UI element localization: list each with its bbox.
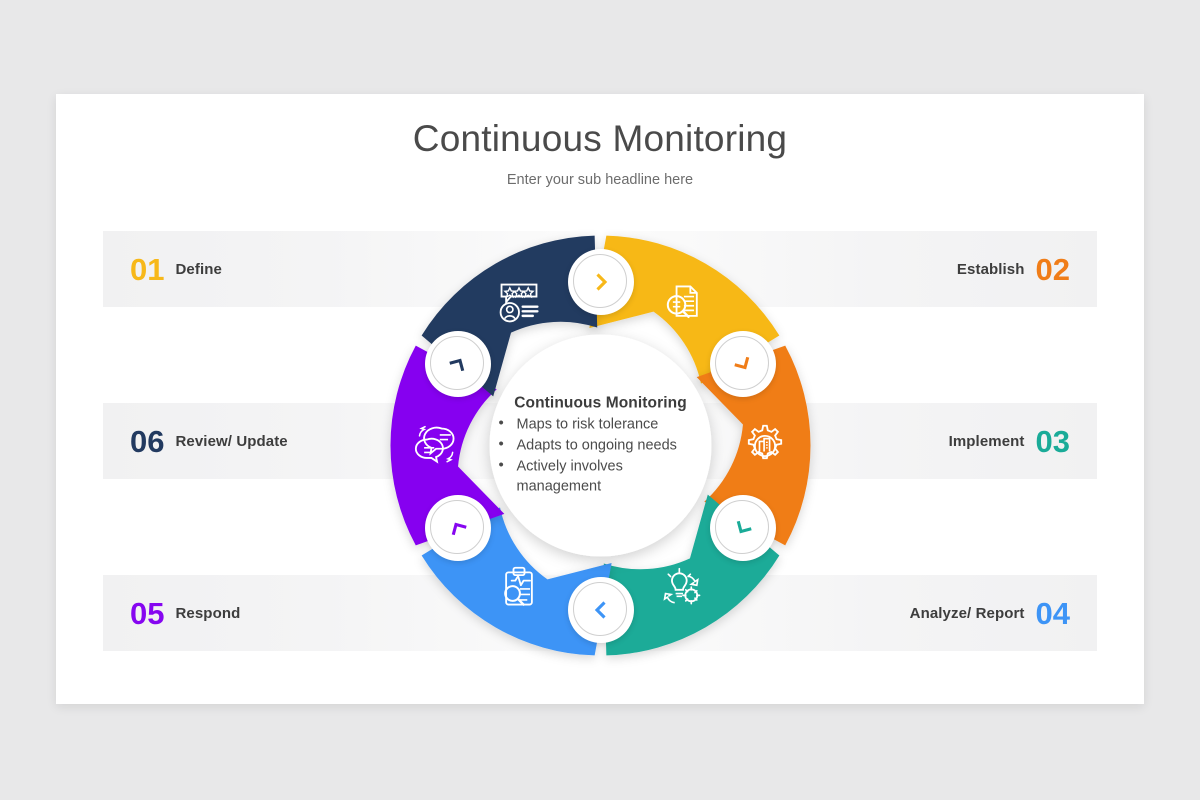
chat-bubbles-icon — [414, 423, 460, 469]
chevron-badge-bottom[interactable] — [567, 576, 634, 643]
step-number-02: 02 — [1035, 251, 1070, 287]
chevron-icon — [594, 600, 606, 619]
step-number-06: 06 — [130, 423, 165, 459]
step-label-01: Define — [175, 260, 222, 278]
chevron-icon — [452, 522, 468, 535]
lightbulb-gear-icon — [660, 565, 706, 611]
chevron-icon — [736, 520, 752, 533]
slide-card: Continuous Monitoring Enter your sub hea… — [56, 94, 1144, 704]
chevron-badge-lower-right[interactable] — [709, 494, 776, 561]
gear-building-icon — [742, 423, 788, 469]
badge-ring — [430, 499, 485, 554]
center-disc — [489, 334, 712, 557]
step-item-06[interactable]: 06 Review/ Update — [130, 403, 288, 479]
wheel-segment-05[interactable] — [390, 345, 505, 546]
chevron-badge-lower-left[interactable] — [425, 494, 492, 561]
step-label-06: Review/ Update — [175, 432, 288, 450]
clipboard-search-icon — [496, 565, 542, 611]
step-item-02[interactable]: Establish 02 — [957, 231, 1070, 307]
step-label-05: Respond — [175, 604, 241, 622]
step-number-01: 01 — [130, 251, 165, 287]
review-stars-icon — [496, 280, 542, 326]
step-item-05[interactable]: 05 Respond — [130, 575, 240, 651]
chevron-badge-top[interactable] — [567, 248, 634, 315]
step-item-01[interactable]: 01 Define — [130, 231, 222, 307]
chevron-icon — [733, 356, 749, 369]
badge-ring — [714, 499, 769, 554]
step-item-04[interactable]: Analyze/ Report 04 — [910, 575, 1070, 651]
step-item-03[interactable]: Implement 03 — [949, 403, 1070, 479]
page-subtitle: Enter your sub headline here — [506, 172, 694, 188]
badge-ring — [714, 335, 769, 390]
badge-ring — [572, 581, 627, 636]
step-label-03: Implement — [948, 432, 1025, 450]
chevron-badge-upper-left[interactable] — [425, 330, 492, 397]
step-number-05: 05 — [130, 595, 165, 631]
chevron-badge-upper-right[interactable] — [709, 330, 776, 397]
step-number-04: 04 — [1035, 595, 1070, 631]
badge-ring — [572, 253, 627, 308]
page-title: Continuous Monitoring — [412, 118, 788, 159]
badge-ring — [430, 335, 485, 390]
step-label-02: Establish — [956, 260, 1025, 278]
step-label-04: Analyze/ Report — [909, 604, 1025, 622]
chevron-icon — [595, 272, 607, 291]
cycle-diagram: Continuous Monitoring Maps to risk toler… — [373, 218, 828, 673]
chevron-icon — [449, 358, 465, 371]
document-search-icon — [660, 280, 706, 326]
step-number-03: 03 — [1035, 423, 1070, 459]
